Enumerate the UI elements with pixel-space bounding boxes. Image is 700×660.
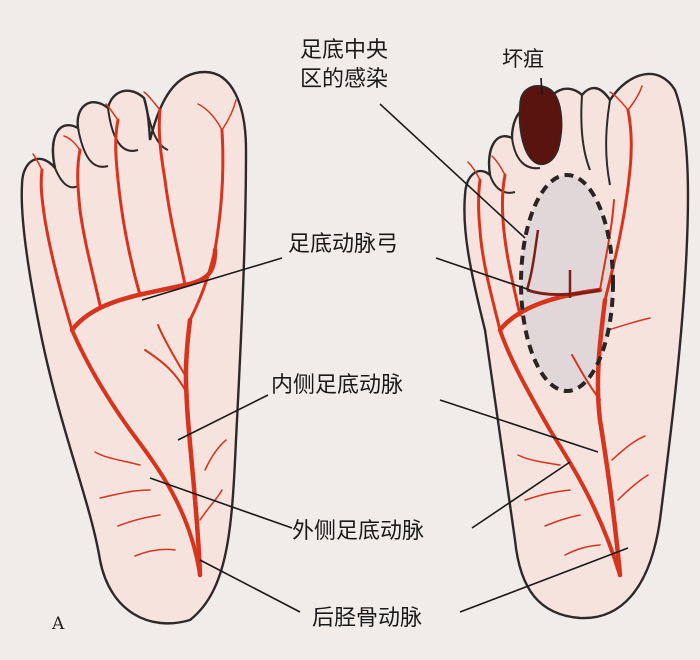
left-artery-network bbox=[32, 91, 237, 578]
left-foot-outline bbox=[20, 70, 248, 625]
label-gangrene: 坏疽 bbox=[502, 47, 544, 71]
leader-arch-right bbox=[435, 257, 531, 291]
right-toe-crease-5 bbox=[489, 174, 516, 194]
panel-letter: A bbox=[52, 614, 65, 634]
label-posterior-tibial-artery: 后胫骨动脉 bbox=[312, 606, 423, 631]
leader-medial-left bbox=[177, 394, 269, 441]
left-toe-crease-3 bbox=[107, 107, 139, 152]
label-medial-plantar-artery: 内侧足底动脉 bbox=[271, 373, 404, 398]
leader-medial-right bbox=[439, 399, 599, 453]
occluded-arch-segment bbox=[526, 288, 601, 296]
right-toe-crease-2 bbox=[580, 94, 591, 171]
leader-lateral-right bbox=[471, 461, 571, 529]
leader-gangrene bbox=[540, 77, 543, 96]
infection-boundary-dashed bbox=[519, 173, 615, 393]
right-toe-crease-4 bbox=[511, 137, 541, 170]
gangrene-toe bbox=[518, 84, 563, 166]
leader-lines bbox=[141, 77, 629, 613]
left-foot bbox=[20, 70, 248, 625]
left-toe-crease-4 bbox=[77, 127, 109, 168]
right-toe-crease-1 bbox=[605, 99, 611, 186]
label-plantar-arch: 足底动脉弓 bbox=[288, 232, 399, 257]
label-central-infection: 足底中央区的感染 bbox=[299, 38, 388, 92]
leader-lateral-left bbox=[149, 477, 293, 529]
left-toe-crease-2 bbox=[143, 97, 169, 151]
label-lateral-plantar-artery: 外侧足底动脉 bbox=[292, 519, 425, 544]
leader-tibial-right bbox=[459, 547, 629, 613]
left-toe-crease-5 bbox=[54, 167, 79, 189]
infection-zone bbox=[521, 175, 613, 391]
leader-central-infection bbox=[379, 103, 526, 239]
leader-arch-left bbox=[141, 257, 283, 301]
occluded-toe-branch bbox=[525, 229, 540, 291]
leader-tibial-left bbox=[199, 559, 301, 613]
right-foot bbox=[463, 72, 690, 620]
